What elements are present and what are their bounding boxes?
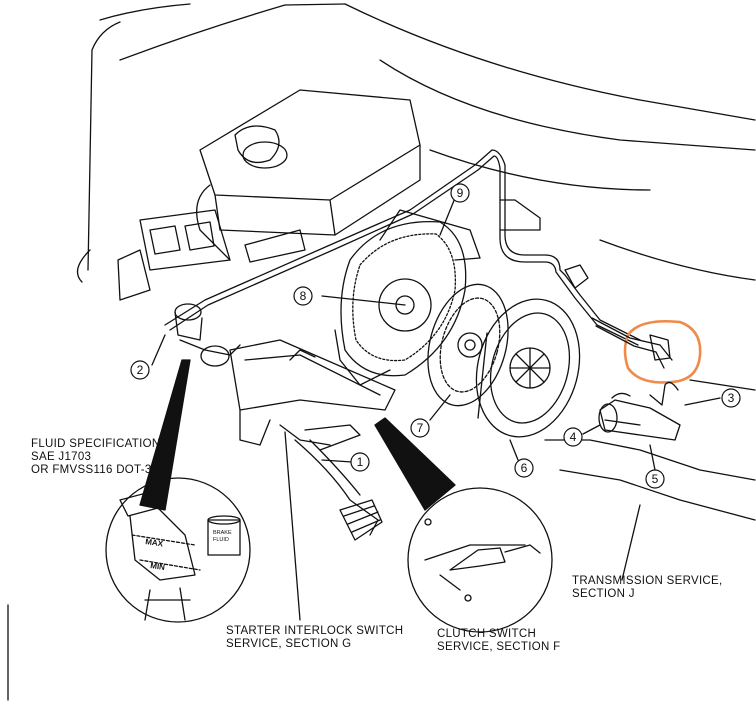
- callout-1: 1: [350, 452, 370, 472]
- highlight-circle: [623, 320, 702, 384]
- fluid-spec-line1: FLUID SPECIFICATION: [31, 438, 161, 450]
- svg-text:3: 3: [728, 391, 735, 405]
- transmission-line1: TRANSMISSION SERVICE,: [572, 575, 723, 587]
- clutch-switch-line1: CLUTCH SWITCH: [437, 628, 537, 640]
- svg-text:1: 1: [357, 455, 364, 469]
- clutch-switch-line2: SERVICE, SECTION F: [437, 641, 561, 653]
- leader-1: [321, 459, 353, 463]
- flywheel: [334, 209, 481, 386]
- leader-7: [429, 394, 451, 421]
- svg-text:9: 9: [457, 186, 464, 200]
- callout-2: 2: [130, 360, 150, 380]
- bottle-label-line1: BRAKE: [213, 530, 232, 536]
- reservoir-min-label: MIN: [150, 561, 166, 572]
- callout-4: 4: [563, 427, 583, 447]
- svg-text:8: 8: [300, 289, 307, 303]
- leader-8: [321, 295, 406, 306]
- starter-line2: SERVICE, SECTION G: [226, 638, 352, 650]
- clutch-switch-inset: [407, 487, 553, 633]
- pedal-bracket: [174, 303, 396, 541]
- leader-transmission: [621, 504, 641, 581]
- hydraulic-line: [164, 149, 641, 346]
- callout-8: 8: [293, 286, 313, 306]
- svg-text:7: 7: [417, 421, 424, 435]
- callout-9: 9: [450, 183, 470, 203]
- vehicle-body-outline: [76, 3, 756, 283]
- callout-5: 5: [645, 469, 665, 489]
- reservoir-inset: [105, 477, 251, 623]
- engine-block: [117, 89, 421, 301]
- leader-3: [684, 397, 721, 406]
- svg-text:2: 2: [137, 363, 144, 377]
- pointer-wedge-switch: [374, 417, 456, 511]
- callout-3: 3: [721, 388, 741, 408]
- svg-text:4: 4: [570, 430, 577, 444]
- leader-starter: [284, 431, 301, 621]
- flex-hose: [564, 264, 673, 369]
- leader-4: [582, 424, 601, 435]
- pointer-wedge-fluid: [139, 359, 191, 511]
- leader-2: [151, 334, 166, 366]
- fluid-spec-line2: SAE J1703: [31, 451, 92, 463]
- pressure-plate: [475, 298, 581, 438]
- bottle-label-line2: FLUID: [213, 537, 229, 543]
- svg-text:5: 5: [652, 472, 659, 486]
- fluid-spec-line3: OR FMVSS116 DOT-3: [31, 464, 152, 476]
- svg-text:6: 6: [521, 461, 528, 475]
- clutch-disc: [427, 283, 509, 407]
- leader-6: [509, 439, 519, 461]
- starter-line1: STARTER INTERLOCK SWITCH: [226, 625, 404, 637]
- leader-9: [439, 197, 456, 236]
- leader-5: [649, 444, 656, 471]
- callout-6: 6: [514, 458, 534, 478]
- reservoir-max-label: MAX: [145, 537, 165, 548]
- callout-7: 7: [410, 418, 430, 438]
- transmission-line2: SECTION J: [572, 588, 635, 600]
